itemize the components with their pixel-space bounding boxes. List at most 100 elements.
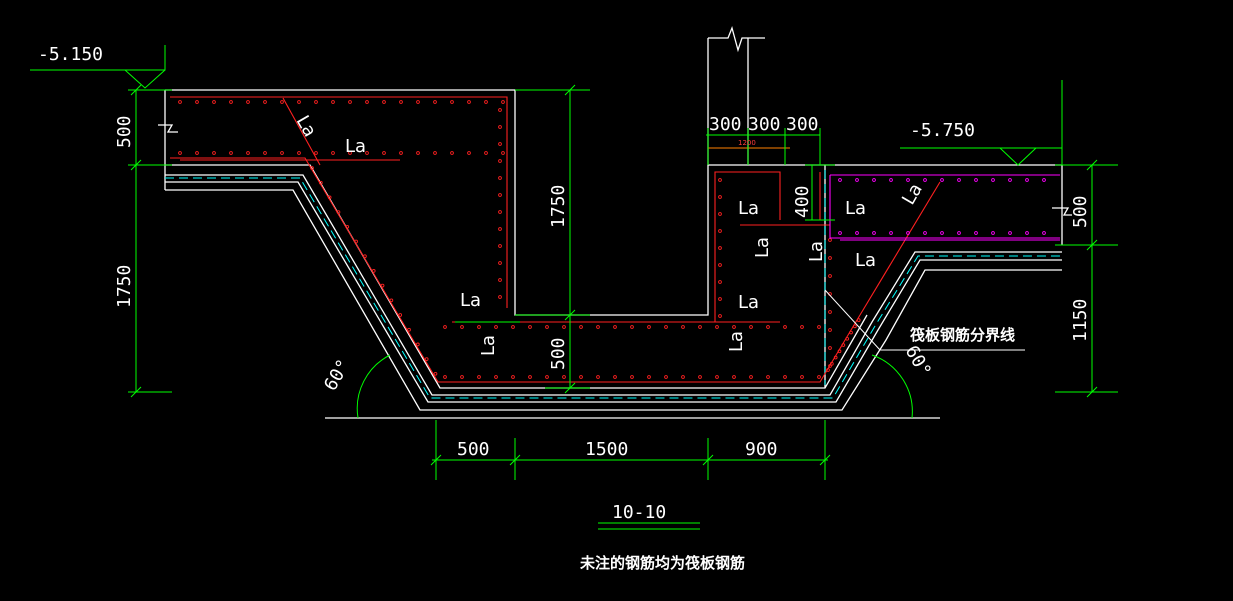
rebar-dot: [826, 368, 830, 372]
dim-right-depth: 1150: [1070, 299, 1091, 342]
rebar-dot: [718, 280, 722, 284]
rebar-dot: [498, 244, 502, 248]
rebar-dot: [579, 375, 583, 379]
rebar-dot: [732, 375, 736, 379]
dim-wall-small: 1200: [738, 139, 756, 147]
rebar-dot: [280, 100, 284, 104]
rebar-dot: [991, 178, 995, 182]
rebar-dot: [280, 151, 284, 155]
rebar-dot: [511, 375, 515, 379]
rebar-dot: [498, 295, 502, 299]
rebar-dot: [389, 298, 394, 303]
la-label-6: La: [752, 237, 773, 258]
boundary-leader: [824, 289, 1025, 351]
dim-bottom-900: 900: [745, 439, 778, 460]
rebar-dot: [681, 375, 685, 379]
rebar-dot: [467, 151, 471, 155]
rebar-dot: [562, 325, 566, 329]
rebar-dot: [664, 375, 668, 379]
rebar-dot: [498, 227, 502, 231]
la-label-5: La: [738, 198, 759, 219]
rebar-dot: [382, 100, 386, 104]
rebar-dot: [718, 314, 722, 318]
rebar-dot: [1008, 231, 1012, 235]
rebar-dot: [297, 151, 301, 155]
rebar-dot: [460, 375, 464, 379]
rebar-dot: [545, 325, 549, 329]
rebar-dot: [297, 100, 301, 104]
rebar-dot: [833, 355, 838, 360]
rebar-dot: [838, 231, 842, 235]
rebar-dot: [800, 325, 804, 329]
rebar-dot: [450, 151, 454, 155]
rebar-dot: [398, 313, 403, 317]
rebar-dot: [365, 151, 369, 155]
rebar-dot: [1042, 178, 1046, 182]
rebar-dot: [715, 325, 719, 329]
rebar-dot: [613, 375, 617, 379]
waterproof-layer: [165, 170, 1062, 399]
rebar-dot: [212, 151, 216, 155]
rebar-dot: [331, 151, 335, 155]
rebar-dot: [511, 325, 515, 329]
rebar-dot: [501, 100, 505, 104]
dim-bottom-500: 500: [457, 439, 490, 460]
rebar-dot: [498, 125, 502, 129]
rebar-dot: [749, 375, 753, 379]
rebar-dot: [365, 100, 369, 104]
rebar-dot: [664, 325, 668, 329]
rebar-dot: [841, 343, 846, 347]
rebar-dot: [855, 178, 859, 182]
rebar-dot: [991, 231, 995, 235]
rebar-dot: [906, 231, 910, 235]
rebar-dot: [212, 100, 216, 104]
rebar-dot: [314, 151, 318, 155]
rebar-dot: [940, 231, 944, 235]
rebar-dot: [838, 178, 842, 182]
rebar-dot: [498, 108, 502, 112]
rebar-dot: [783, 375, 787, 379]
angle-right: 60°: [901, 342, 935, 381]
rebar-dot: [828, 274, 832, 278]
rebar-dot: [416, 151, 420, 155]
la-label-10: La: [806, 241, 827, 262]
rebar-dot: [718, 246, 722, 250]
rebar-dot: [348, 100, 352, 104]
rebar-dot: [828, 328, 832, 332]
rebar-dot: [596, 325, 600, 329]
rebar-dot: [443, 375, 447, 379]
rebar-dot: [800, 375, 804, 379]
rebar-dot: [416, 100, 420, 104]
rebar-dot: [829, 361, 834, 366]
right-slab-rebar: [829, 174, 1060, 241]
rebar-dot: [681, 325, 685, 329]
la-label-8: La: [726, 331, 747, 352]
rebar-dot: [718, 212, 722, 216]
rebar-dot: [718, 263, 722, 267]
rebar-dot: [498, 142, 502, 146]
rebar-dot: [477, 325, 481, 329]
rebar-dot: [923, 231, 927, 235]
rebar-dot: [545, 375, 549, 379]
rebar-dot: [498, 159, 502, 163]
rebar-dot: [828, 364, 832, 368]
rebar-dot: [331, 100, 335, 104]
la-label-11: La: [855, 250, 876, 271]
dim-wall-300-b: 300: [748, 114, 781, 135]
rebar-dot: [630, 325, 634, 329]
rebar-dot: [698, 375, 702, 379]
rebar-dot: [460, 325, 464, 329]
rebar-dot: [380, 283, 385, 288]
rebar-dot: [630, 375, 634, 379]
rebar-dot: [856, 318, 861, 322]
rebar-dot: [828, 256, 832, 260]
rebar-dot: [1008, 178, 1012, 182]
rebar-dot: [849, 330, 853, 335]
rebar-dot: [974, 178, 978, 182]
rebar-dot: [354, 239, 358, 244]
rebar-dot: [498, 193, 502, 197]
rebar-dot: [562, 375, 566, 379]
rebar-dot: [494, 325, 498, 329]
rebar-dot: [957, 178, 961, 182]
